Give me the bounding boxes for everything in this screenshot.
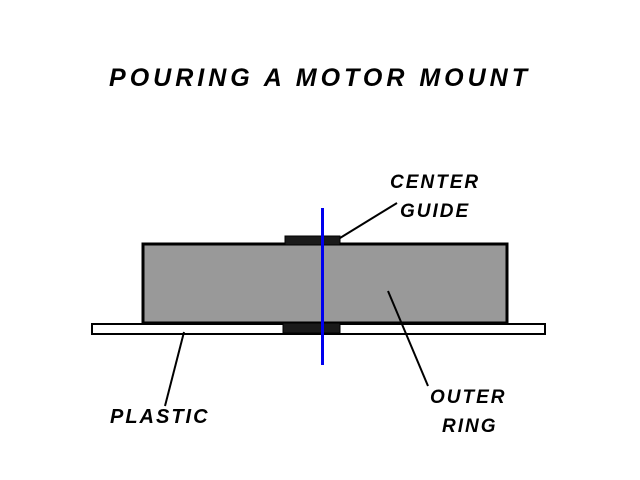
outer-ring-label-line1: OUTER (430, 387, 507, 408)
center-guide-label: CENTER GUIDE (390, 168, 480, 226)
center-guide-line (321, 208, 324, 365)
outer-ring-label-line2: RING (442, 416, 498, 437)
outer-ring-label: OUTER RING (430, 383, 507, 441)
center-guide-top-tab (284, 235, 341, 246)
plastic-label: PLASTIC (110, 406, 210, 428)
center-guide-label-line2: GUIDE (400, 201, 471, 222)
center-guide-label-line1: CENTER (390, 172, 481, 193)
center-guide-leader-line (339, 202, 398, 239)
plastic-leader-line (164, 331, 185, 407)
outer-ring-leader-line (387, 290, 429, 387)
center-guide-bottom-tab (282, 322, 341, 334)
diagram-title: POURING A MOTOR MOUNT (109, 64, 531, 92)
outer-ring-shape (141, 242, 509, 325)
